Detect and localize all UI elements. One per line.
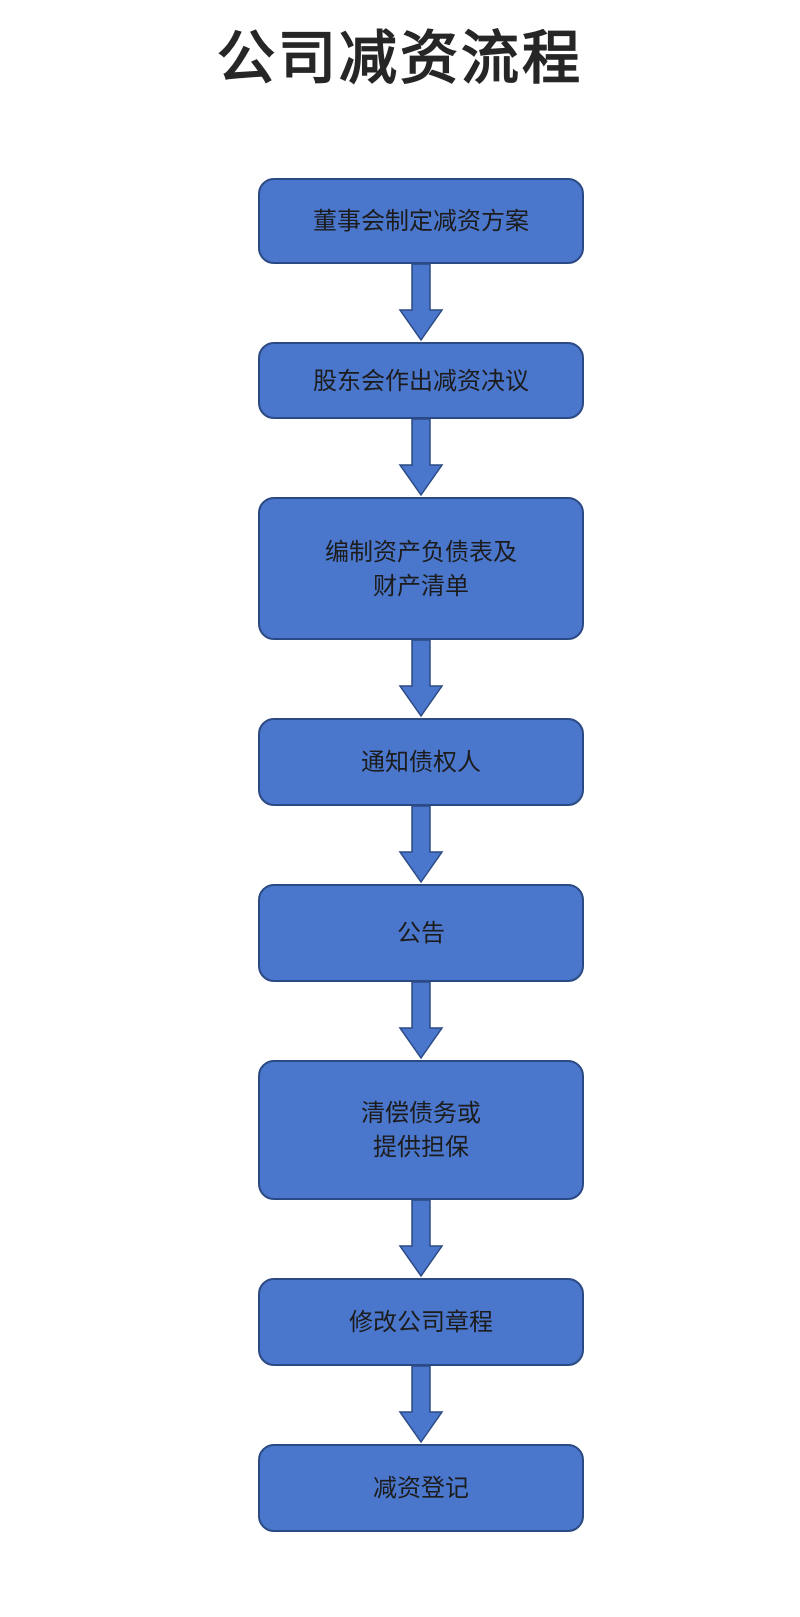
step-notify-creditors: 通知债权人: [258, 718, 584, 806]
flow-arrow-7: [398, 1366, 444, 1444]
flow-arrow-3: [398, 640, 444, 718]
page-title: 公司减资流程: [216, 24, 583, 92]
step-settle-debts: 清偿债务或 提供担保: [258, 1060, 584, 1200]
flow-arrow-6: [398, 1200, 444, 1278]
flow-arrow-5: [398, 982, 444, 1060]
flow-arrow-1: [398, 264, 444, 342]
step-amend-articles: 修改公司章程: [258, 1278, 584, 1366]
step-registration: 减资登记: [258, 1444, 584, 1532]
flow-arrow-2: [398, 419, 444, 497]
step-announcement: 公告: [258, 884, 584, 982]
step-shareholder-resolution: 股东会作出减资决议: [258, 342, 584, 419]
step-balance-sheet: 编制资产负债表及 财产清单: [258, 497, 584, 640]
flow-arrow-4: [398, 806, 444, 884]
step-board-plan: 董事会制定减资方案: [258, 178, 584, 264]
